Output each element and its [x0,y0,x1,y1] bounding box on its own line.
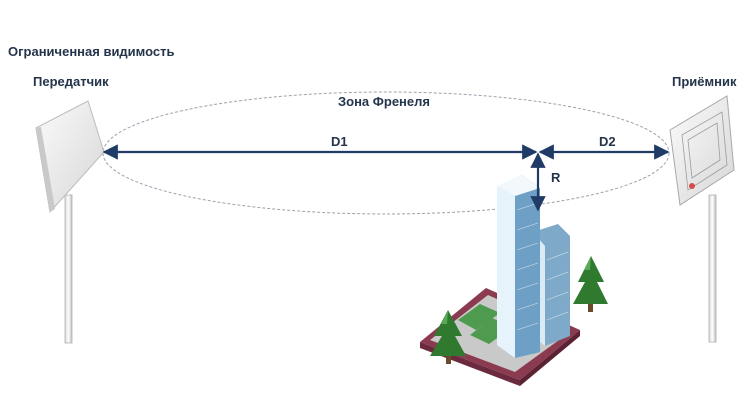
diagram-title: Ограниченная видимость [8,44,175,59]
r-label: R [551,170,561,185]
receiver-antenna [669,95,735,343]
skyscraper [497,175,570,358]
tree-left [430,310,466,364]
transmitter-label: Передатчик [33,74,109,89]
receiver-label: Приёмник [672,74,737,89]
tree-right [573,256,608,312]
fresnel-zone-label: Зона Френеля [338,94,430,109]
transmitter-antenna [35,100,105,344]
